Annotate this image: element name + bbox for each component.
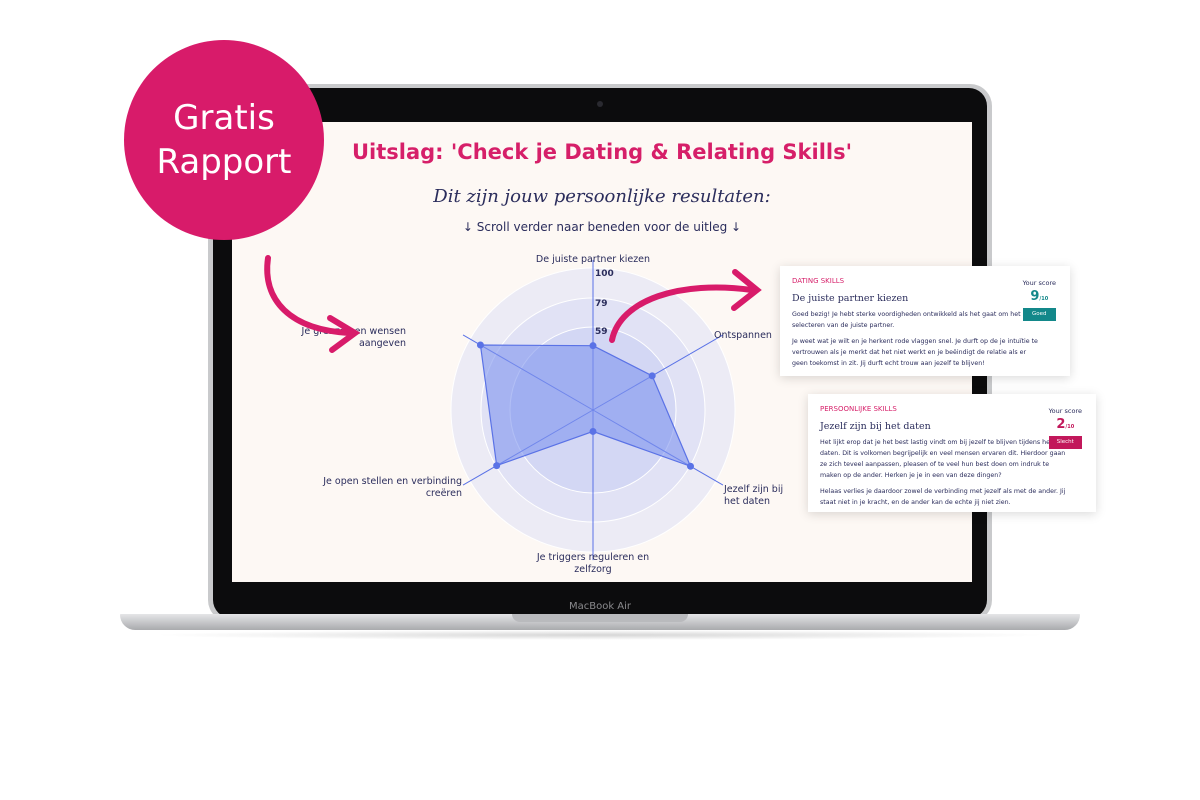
result-card-persoonlijk: PERSOONLIJKE SKILLS Jezelf zijn bij het … <box>808 394 1096 512</box>
radar-point <box>686 462 694 470</box>
score-box: Your score 2/10 Slecht <box>1048 406 1082 449</box>
laptop-notch <box>512 614 688 622</box>
axis-label: Je triggers reguleren en <box>536 552 649 563</box>
card-category: DATING SKILLS <box>792 277 845 285</box>
card-text: Helaas verlies je daardoor zowel de verb… <box>820 488 1066 506</box>
score-value: 9/10 <box>1030 289 1049 304</box>
camera-icon <box>597 101 603 107</box>
card-text: Je weet wat je wilt en je herkent rode v… <box>792 338 1038 367</box>
axis-label: zelfzorg <box>574 564 611 575</box>
score-label: Your score <box>1022 279 1056 287</box>
radar-point <box>493 462 501 470</box>
axis-label: Ontspannen <box>714 330 772 341</box>
radar-point <box>476 341 484 349</box>
score-label: Your score <box>1048 407 1082 415</box>
rating-badge: Slecht <box>1048 436 1082 449</box>
score-value: 2/10 <box>1056 417 1075 432</box>
laptop-screen: Uitslag: 'Check je Dating & Relating Ski… <box>232 122 972 582</box>
axis-label: het daten <box>724 496 770 507</box>
axis-label: Je open stellen en verbinding <box>322 476 462 487</box>
arrow-left-head-icon <box>327 315 361 353</box>
axis-label: Jezelf zijn bij <box>723 484 783 495</box>
badge-line1: Gratis <box>173 98 275 138</box>
card-category: PERSOONLIJKE SKILLS <box>820 405 897 413</box>
tick-label: 100 <box>595 269 614 279</box>
laptop-base <box>120 614 1080 630</box>
axis-label: De juiste partner kiezen <box>536 254 650 265</box>
arrow-right-head-icon <box>731 269 762 311</box>
radar-point <box>589 342 597 350</box>
result-card-dating: DATING SKILLS De juiste partner kiezen G… <box>780 266 1070 376</box>
rating-badge: Goed <box>1022 308 1056 321</box>
card-text: Het lijkt erop dat je het best lastig vi… <box>820 439 1066 479</box>
radar-point <box>589 427 597 435</box>
card-title: De juiste partner kiezen <box>792 293 909 304</box>
arrow-left-icon <box>264 255 353 336</box>
scroll-hint: ↓ Scroll verder naar beneden voor de uit… <box>462 220 742 234</box>
card-title: Jezelf zijn bij het daten <box>820 421 931 432</box>
radar-point <box>648 372 656 380</box>
gratis-rapport-badge: Gratis Rapport <box>124 40 324 240</box>
card-text: Goed bezig! Je hebt sterke voordigheden … <box>792 311 1021 329</box>
laptop-brand: MacBook Air <box>568 601 632 612</box>
axis-label: aangeven <box>359 338 406 349</box>
tick-label: 59 <box>595 327 608 337</box>
tick-label: 79 <box>595 299 608 309</box>
page-subtitle: Dit zijn jouw persoonlijke resultaten: <box>433 186 771 207</box>
axis-label: creëren <box>426 488 462 499</box>
laptop-shadow <box>150 630 1050 640</box>
radar-chart: 100 79 59 De juiste partner kiezenOntspanne… <box>301 254 784 575</box>
score-box: Your score 9/10 Goed <box>1022 278 1056 321</box>
badge-line2: Rapport <box>156 142 292 182</box>
arrow-right-icon <box>609 284 755 343</box>
page-title: Uitslag: 'Check je Dating & Relating Ski… <box>351 140 853 164</box>
